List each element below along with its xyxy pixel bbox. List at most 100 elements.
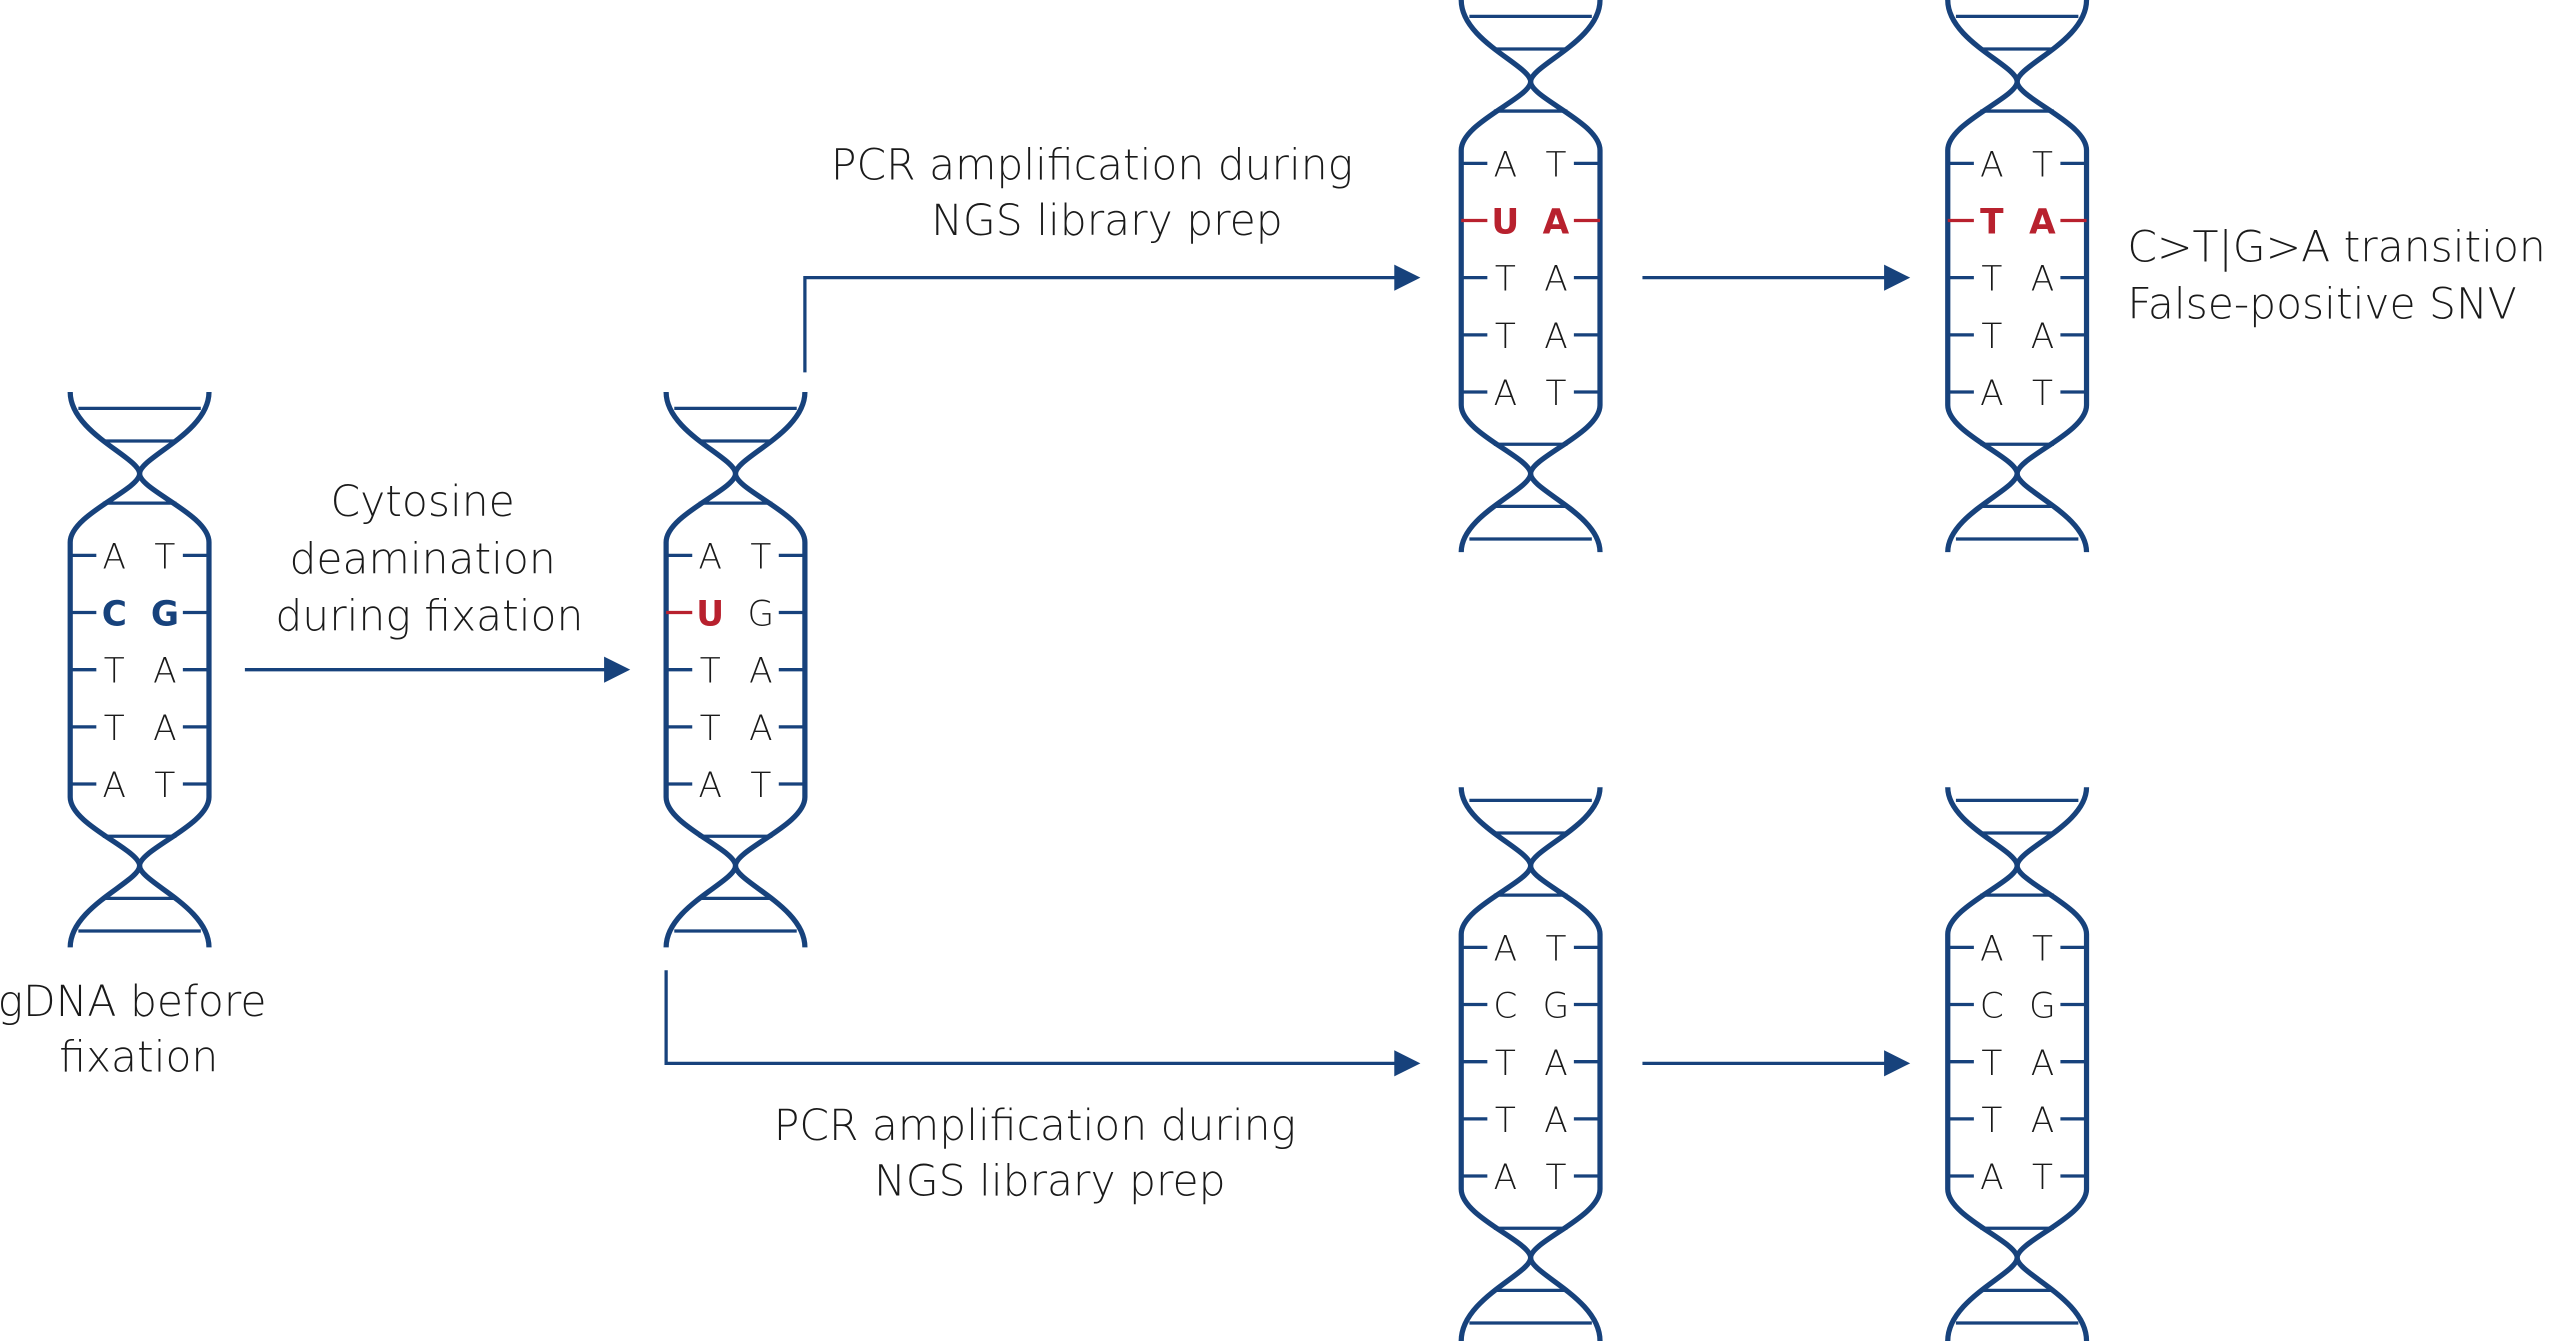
base-left: A — [1494, 1158, 1517, 1198]
base-right: A — [749, 709, 772, 749]
base-right: A — [2031, 317, 2054, 357]
base-left: A — [1494, 929, 1517, 969]
base-left: T — [700, 652, 721, 692]
label-result: C>T|G>A transition False-positive SNV — [2127, 223, 2559, 329]
label-result-line-1: C>T|G>A transition — [2127, 223, 2545, 272]
base-right: T — [154, 766, 175, 806]
base-right: T — [1545, 145, 1566, 185]
base-left: T — [1981, 260, 2002, 300]
label-pcr-top-line-2: NGS library prep — [931, 197, 1283, 246]
base-right: A — [1544, 260, 1567, 300]
base-right: G — [748, 595, 775, 635]
label-gdna-before-fixation: gDNA before fixation — [0, 978, 280, 1083]
label-pcr-bottom-line-1: PCR amplification during — [774, 1102, 1296, 1151]
base-right: G — [2029, 987, 2056, 1027]
base-right: T — [1545, 374, 1566, 414]
base-left: A — [1494, 145, 1517, 185]
label-cytosine-line-1: Cytosine — [331, 478, 515, 527]
arrow-bottom-result — [1642, 1050, 1911, 1077]
base-left: T — [1495, 1044, 1516, 1084]
base-right: A — [2031, 1101, 2054, 1141]
label-pcr-top-line-1: PCR amplification during — [831, 142, 1353, 191]
base-right: T — [750, 766, 771, 806]
label-gdna-line-2: fixation — [59, 1033, 218, 1082]
label-pcr-bottom-line-2: NGS library prep — [874, 1158, 1226, 1207]
base-right: G — [1543, 987, 1570, 1027]
base-left: T — [1980, 203, 2004, 243]
arrow-top-result — [1642, 264, 1911, 291]
base-right: T — [2032, 145, 2053, 185]
base-right: A — [1544, 1044, 1567, 1084]
base-left: A — [103, 766, 126, 806]
base-right: A — [2029, 203, 2056, 243]
base-left: A — [1980, 1158, 2003, 1198]
base-left: A — [103, 537, 126, 577]
label-cytosine-line-3: during fixation — [275, 592, 583, 641]
base-left: T — [1981, 317, 2002, 357]
label-cytosine-line-2: deamination — [289, 535, 555, 584]
base-left: T — [104, 709, 125, 749]
base-right: A — [153, 652, 176, 692]
label-result-line-2: False-positive SNV — [2127, 280, 2516, 329]
base-left: A — [698, 766, 721, 806]
base-left: U — [696, 595, 724, 635]
label-gdna-line-1: gDNA before — [0, 978, 266, 1027]
base-left: T — [1495, 1101, 1516, 1141]
arrow-pcr-bottom-branch — [664, 970, 1421, 1077]
base-left: C — [1980, 987, 2004, 1027]
base-right: T — [1545, 929, 1566, 969]
label-pcr-top: PCR amplification during NGS library pre… — [831, 142, 1367, 247]
label-cytosine-deamination: Cytosine deamination during fixation — [275, 478, 583, 641]
base-left: T — [1495, 317, 1516, 357]
base-right: A — [1544, 1101, 1567, 1141]
base-left: T — [700, 709, 721, 749]
base-left: T — [1495, 260, 1516, 300]
base-left: A — [1980, 145, 2003, 185]
base-right: T — [1545, 1158, 1566, 1198]
base-left: C — [1493, 987, 1517, 1027]
base-right: A — [2031, 260, 2054, 300]
base-right: T — [2032, 929, 2053, 969]
base-right: A — [749, 652, 772, 692]
label-pcr-bottom: PCR amplification during NGS library pre… — [774, 1102, 1310, 1207]
base-right: T — [154, 537, 175, 577]
arrow-deamination — [244, 656, 631, 683]
base-right: G — [151, 595, 179, 635]
base-left: T — [1981, 1044, 2002, 1084]
base-right: A — [2031, 1044, 2054, 1084]
base-right: A — [153, 709, 176, 749]
base-right: T — [750, 537, 771, 577]
base-left: A — [1980, 929, 2003, 969]
base-left: U — [1491, 203, 1519, 243]
